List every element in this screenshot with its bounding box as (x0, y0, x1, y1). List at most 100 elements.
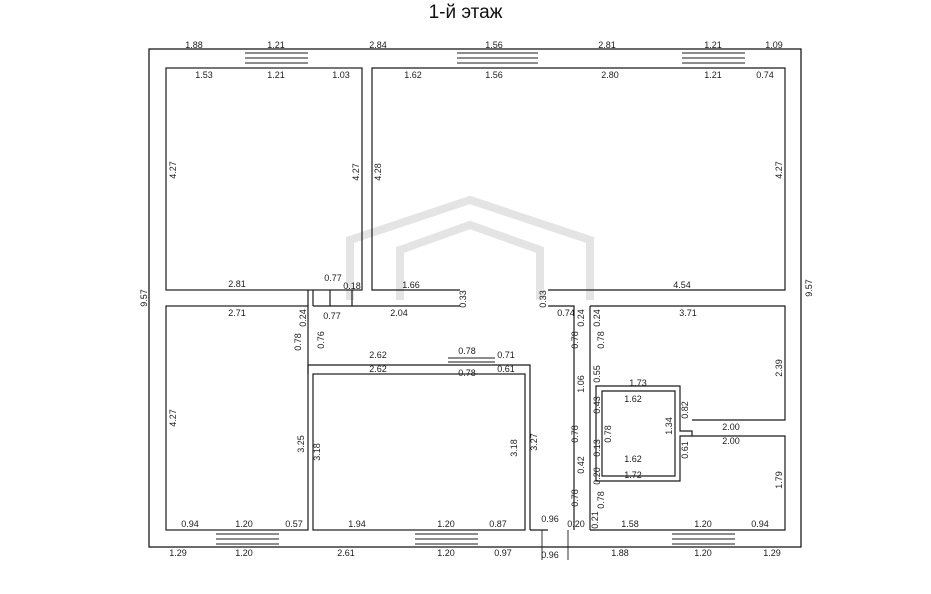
dim-label: 3.27 (529, 433, 539, 451)
dim-label: 1.06 (576, 375, 586, 393)
window-bottom-3 (672, 533, 735, 545)
dim-label: 0.97 (494, 548, 512, 558)
dim-label: 0.24 (298, 309, 308, 327)
dim-label: 0.77 (324, 273, 342, 283)
dim-label: 0.55 (592, 365, 602, 383)
room-4 (312, 373, 526, 531)
dim-label: 1.21 (267, 70, 285, 80)
dim-label: 0.61 (680, 441, 690, 459)
dim-label: 0.82 (680, 401, 690, 419)
dim-label: 0.24 (576, 309, 586, 327)
dim-label: 1.79 (774, 471, 784, 489)
hall-wall-left (548, 305, 575, 530)
window-bottom-2 (415, 533, 478, 545)
dim-label: 0.96 (541, 550, 559, 560)
dim-label: 1.29 (169, 548, 187, 558)
dim-label: 2.04 (390, 308, 408, 318)
dim-label: 0.78 (570, 331, 580, 349)
dim-label: 3.18 (312, 443, 322, 461)
dim-label: 0.71 (497, 350, 515, 360)
dim-label: 0.74 (756, 70, 774, 80)
dim-label: 0.78 (293, 333, 303, 351)
dim-label: 3.25 (296, 435, 306, 453)
room-1 (165, 67, 363, 291)
outer-wall-outline (148, 48, 802, 548)
dim-label: 1.20 (694, 548, 712, 558)
room-5 (590, 305, 786, 421)
dim-label: 4.27 (774, 161, 784, 179)
dim-label: 2.39 (774, 359, 784, 377)
window-bottom-1 (216, 533, 279, 545)
dim-label: 1.21 (704, 70, 722, 80)
dim-label: 0.20 (592, 467, 602, 485)
dim-label: 1.20 (437, 548, 455, 558)
dim-label: 3.71 (679, 308, 697, 318)
window-top-3 (682, 52, 745, 64)
dim-label: 0.78 (570, 425, 580, 443)
dim-label: 0.24 (592, 309, 602, 327)
dim-label: 0.94 (751, 519, 769, 529)
dim-label: 0.78 (458, 346, 476, 356)
room-2 (371, 67, 786, 291)
dim-label: 1.56 (485, 70, 503, 80)
dim-label: 1.62 (624, 454, 642, 464)
dim-label: 0.78 (570, 489, 580, 507)
dim-label: 0.61 (497, 364, 515, 374)
window-top-1 (245, 52, 308, 64)
dim-label: 9.57 (804, 279, 814, 297)
dim-label: 1.62 (404, 70, 422, 80)
dim-label: 1.56 (485, 40, 503, 50)
dim-label: 1.20 (235, 519, 253, 529)
dim-label: 2.00 (722, 436, 740, 446)
dim-label: 1.53 (195, 70, 213, 80)
dim-label: 0.76 (316, 331, 326, 349)
dim-label: 0.87 (489, 519, 507, 529)
dim-label: 4.28 (373, 163, 383, 181)
dim-label: 0.74 (557, 308, 575, 318)
dim-label: 0.78 (596, 491, 606, 509)
dim-label: 0.78 (458, 368, 476, 378)
dim-label: 2.81 (598, 40, 616, 50)
dim-label: 3.18 (509, 439, 519, 457)
dim-label: 0.20 (567, 519, 585, 529)
dim-label: 4.27 (168, 409, 178, 427)
dim-label: 4.27 (168, 161, 178, 179)
dim-label: 1.20 (437, 519, 455, 529)
window-inner-room4 (448, 357, 495, 363)
dim-label: 1.20 (694, 519, 712, 529)
dim-label: 1.73 (629, 378, 647, 388)
dim-label: 2.80 (601, 70, 619, 80)
dim-label: 2.71 (228, 308, 246, 318)
bathroom-inner (601, 390, 676, 477)
dim-label: 2.00 (722, 422, 740, 432)
dim-label: 9.57 (139, 289, 149, 307)
dim-label: 1.88 (611, 548, 629, 558)
room-6 (590, 435, 786, 531)
floor-title: 1-й этаж (428, 2, 503, 23)
dim-label: 1.21 (267, 40, 285, 50)
dim-label: 1.34 (664, 417, 674, 435)
dim-label: 2.84 (369, 40, 387, 50)
dim-label: 2.61 (337, 548, 355, 558)
dim-label: 1.58 (621, 519, 639, 529)
dim-label: 1.94 (348, 519, 366, 529)
dim-label: 1.88 (185, 40, 203, 50)
dim-label: 1.20 (235, 548, 253, 558)
dim-label: 2.81 (228, 279, 246, 289)
dim-label: 4.54 (673, 280, 691, 290)
dim-label: 2.62 (369, 350, 387, 360)
dim-label: 1.21 (704, 40, 722, 50)
dim-label: 0.96 (541, 514, 559, 524)
dim-label: 1.09 (765, 40, 783, 50)
dim-label: 0.13 (592, 439, 602, 457)
bathroom-outer (595, 385, 693, 482)
dim-label: 0.42 (576, 456, 586, 474)
dim-label: 0.77 (323, 311, 341, 321)
dim-label: 2.62 (369, 364, 387, 374)
dim-label: 1.62 (624, 394, 642, 404)
dim-label: 0.18 (343, 281, 361, 291)
room-4-outer-wall (308, 364, 531, 530)
dim-label: 1.03 (332, 70, 350, 80)
dim-label: 4.27 (351, 163, 361, 181)
